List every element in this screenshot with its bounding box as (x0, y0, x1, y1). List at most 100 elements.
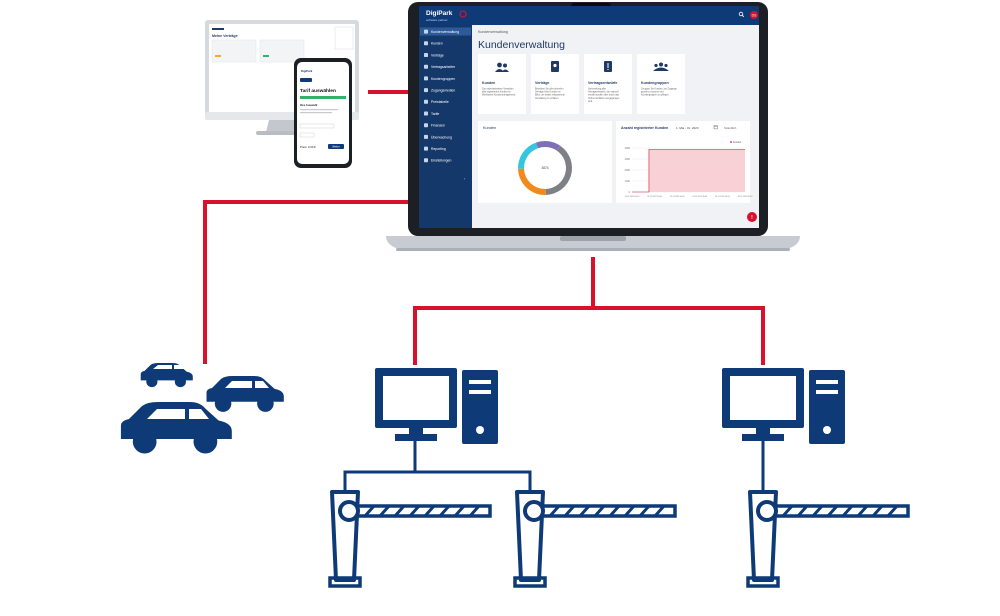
sidebar-item[interactable]: Einstellungen (424, 158, 451, 163)
x-tick-label: 03.11.2022 09:00 (738, 196, 753, 198)
sidebar-item-icon (424, 134, 428, 139)
date-range-picker[interactable]: 1. Mai - 31. 2023 (676, 126, 699, 130)
barrier-foot (513, 576, 547, 588)
sidebar-item[interactable]: Überwachung (424, 134, 452, 139)
barrier-stripe (363, 504, 376, 518)
sidebar-item[interactable]: Zugangsmedien (424, 88, 455, 93)
sidebar-item-icon (424, 53, 428, 57)
card-title: Vertragsentwürfe (588, 81, 617, 85)
sidebar-item-label: Reporting (431, 147, 446, 151)
y-tick-label: 0 (629, 191, 631, 194)
y-tick-label: 4000 (625, 147, 631, 150)
card-title: Kundengruppen (641, 81, 669, 85)
tower-power-icon (476, 426, 484, 434)
calendar-icon[interactable] (713, 125, 718, 130)
page-title: Kundenverwaltung (478, 39, 565, 51)
sidebar-item[interactable]: Vertragsarbeiter (424, 64, 456, 69)
sidebar-item-icon (424, 88, 428, 93)
smartphone: DigiPark Tarif auswählen Ihre Auswahl Pr… (294, 58, 352, 168)
monitor-page-title: Meine Verträge (212, 34, 238, 38)
barrier-pivot-icon (756, 500, 778, 522)
barrier-stripe (826, 504, 839, 518)
monitor-badge (263, 55, 269, 57)
users-icon (495, 62, 509, 72)
monitor-badge (215, 55, 221, 57)
sidebar-item-label: Zugangsmedien (431, 89, 455, 93)
monitor-card (259, 39, 305, 63)
brand-logo-icon (459, 10, 467, 18)
sidebar-item-label: Finanzen (431, 124, 445, 128)
barrier-post (748, 490, 778, 582)
car-window (153, 365, 172, 369)
phone-title: Tarif auswählen (300, 88, 336, 94)
donut-slice (545, 145, 572, 195)
card-title: Kunden (482, 81, 495, 85)
phone-price: Preis: 0,00 € (300, 145, 316, 149)
barrier-stripe (886, 504, 899, 518)
laptop-base-shadow (396, 248, 790, 251)
phone-next-button[interactable] (328, 144, 344, 149)
sidebar-item[interactable]: Kundengruppen (424, 76, 455, 81)
sidebar-item-active-bg (420, 27, 471, 36)
x-tick-label: 02.11.2022 00:00 (670, 196, 685, 198)
tower-power-icon (823, 426, 831, 434)
sidebar-item-icon (424, 99, 428, 104)
legend-label: Kunden (733, 141, 742, 144)
sidebar-item[interactable]: Reporting (424, 146, 446, 151)
monitor-row (212, 28, 224, 30)
barrier-pivot-icon (338, 500, 360, 522)
sidebar-collapse-icon[interactable]: ‹ (464, 176, 466, 181)
barrier-stripe (638, 504, 651, 518)
barrier-gate (328, 490, 492, 588)
station-right (722, 368, 845, 444)
sidebar-item-label: Tarife (431, 112, 439, 116)
avatar[interactable] (750, 11, 758, 19)
monitor-card (211, 39, 257, 63)
barrier-stripe (811, 504, 824, 518)
sidebar-item[interactable]: Verträge (424, 53, 444, 57)
sidebar-item[interactable]: Finanzen (424, 123, 445, 128)
phone-text-line (300, 112, 332, 114)
line-laptop-stations (413, 257, 595, 365)
car-window (174, 365, 184, 369)
sidebar-item-label: Preistabelle (431, 100, 449, 104)
barrier-gate (513, 490, 677, 588)
search-icon[interactable] (738, 11, 745, 18)
sidebar-item-icon (424, 41, 428, 46)
groups-icon (653, 62, 669, 71)
sidebar-item[interactable]: Kundenverwaltung (420, 27, 471, 36)
barrier-stripe (468, 504, 481, 518)
sidebar-item-icon (424, 123, 428, 128)
laptop-base (386, 236, 800, 248)
sidebar-item[interactable]: Kunden (424, 41, 443, 46)
monitor-stand (266, 120, 298, 132)
barrier-stripe (378, 504, 391, 518)
barrier-wiring (343, 441, 765, 492)
phone-select[interactable] (299, 123, 335, 129)
period-button[interactable]: Stündlich (724, 126, 737, 130)
sidebar-item[interactable]: Preistabelle (424, 99, 449, 104)
barrier-stripe (408, 504, 421, 518)
help-button[interactable] (747, 212, 757, 222)
avatar-initials: DS (752, 14, 757, 18)
barrier-stripe (653, 504, 666, 518)
app-topbar (419, 6, 759, 25)
barrier-stripe (841, 504, 854, 518)
breadcrumb: Kundenverwaltung (478, 30, 508, 34)
phone-section: Ihre Auswahl (300, 103, 318, 107)
sidebar-item-label: Überwachung (431, 135, 452, 139)
donut-slice (518, 142, 538, 169)
y-tick-label: 2000 (625, 169, 631, 172)
barrier-stripe (871, 504, 884, 518)
legend-swatch (730, 141, 732, 143)
phone-select[interactable] (299, 132, 315, 138)
sidebar-item[interactable]: Tarife (424, 111, 439, 116)
